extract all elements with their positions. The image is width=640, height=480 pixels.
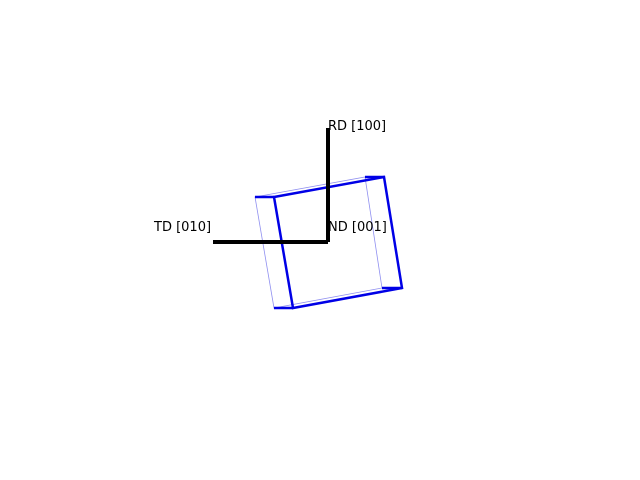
td-axis-label: TD [010] (153, 220, 211, 235)
rd-axis-label: RD [100] (328, 119, 386, 134)
cube-front-face (272, 175, 404, 310)
nd-axis-label: ND [001] (328, 220, 387, 235)
